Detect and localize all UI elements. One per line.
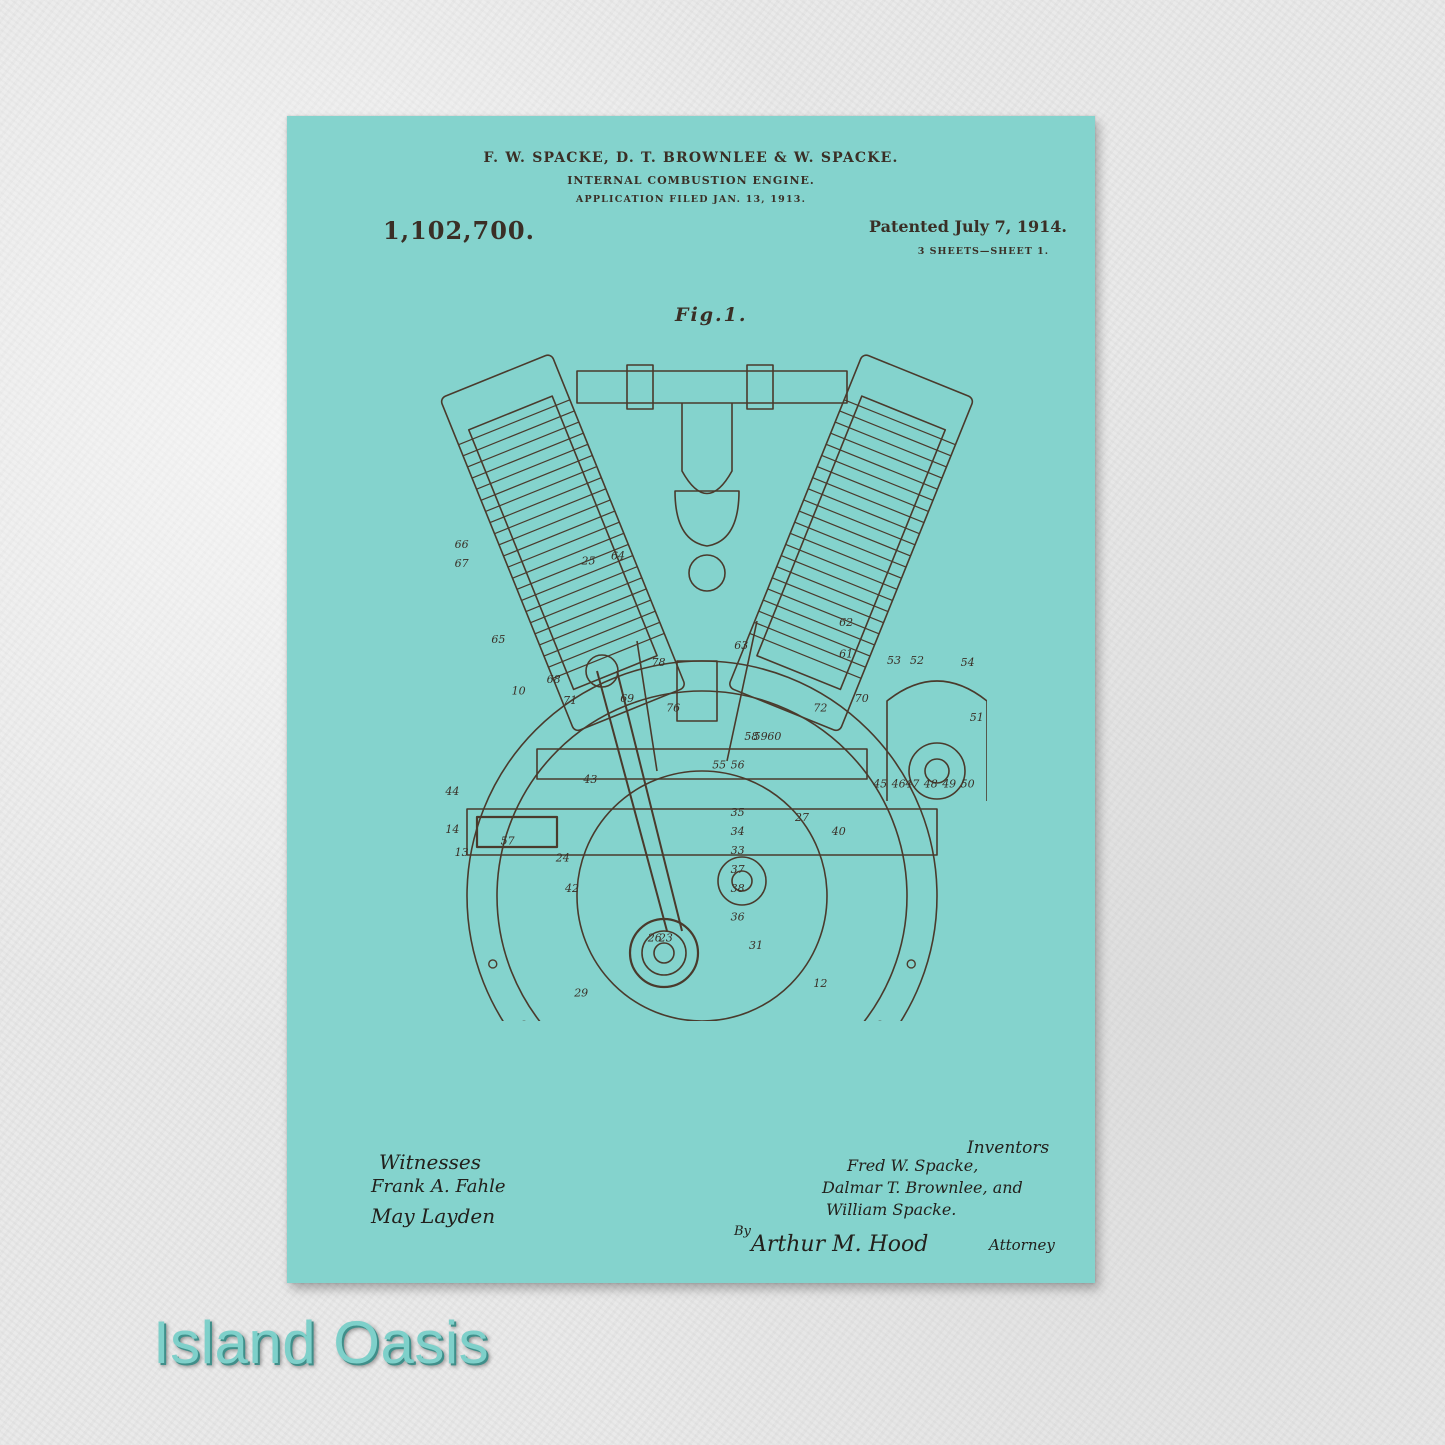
magneto: [886, 680, 987, 801]
reference-number: 64: [611, 550, 625, 563]
reference-number: 70: [855, 692, 869, 705]
reference-number: 53: [887, 654, 901, 667]
left-cylinder: [440, 354, 685, 732]
reference-number: 37: [731, 863, 745, 876]
reference-number: 62: [839, 616, 853, 629]
product-label: Island Oasis: [153, 1309, 490, 1376]
reference-number: 61: [839, 647, 853, 660]
reference-number: 49: [941, 778, 956, 791]
reference-number: 55: [712, 759, 726, 772]
patented-date: Patented July 7, 1914.: [868, 217, 1067, 236]
reference-number: 54: [961, 656, 975, 669]
reference-number: 12: [813, 977, 827, 990]
reference-number: 50: [961, 778, 975, 791]
reference-number: 71: [563, 694, 577, 707]
reference-number: 33: [731, 844, 745, 857]
attorney-label: Attorney: [989, 1236, 1055, 1254]
inventor-signature-3: William Spacke.: [826, 1200, 957, 1219]
reference-number: 40: [831, 825, 846, 838]
reference-number: 69: [620, 692, 634, 705]
reference-number: 44: [444, 785, 459, 798]
inventor-signature-2: Dalmar T. Brownlee, and: [822, 1178, 1023, 1197]
reference-number: 43: [582, 773, 597, 786]
reference-number: 60: [767, 730, 781, 743]
patent-title: INTERNAL COMBUSTION ENGINE.: [567, 174, 815, 187]
inventors-label: Inventors: [967, 1138, 1050, 1158]
reference-number: 57: [501, 835, 515, 848]
reference-number: 29: [573, 987, 588, 1000]
reference-number: 52: [910, 654, 924, 667]
reference-number: 72: [813, 702, 827, 715]
reference-number: 48: [923, 778, 938, 791]
reference-number: 23: [658, 931, 673, 944]
right-cylinder-fins: [749, 399, 956, 679]
reference-number: 26: [647, 931, 662, 944]
application-filed: APPLICATION FILED JAN. 13, 1913.: [575, 194, 807, 205]
right-cylinder: [729, 354, 974, 732]
witnesses-label: Witnesses: [379, 1150, 481, 1174]
crankcase: [466, 660, 938, 1021]
witness-signature-1: Frank A. Fahle: [371, 1176, 506, 1197]
figure-label: Fig.1.: [675, 304, 748, 326]
crank-bar: [536, 748, 868, 780]
reference-number: 35: [731, 806, 745, 819]
reference-number: 38: [731, 882, 745, 895]
witness-signature-2: May Layden: [371, 1204, 496, 1228]
reference-number: 34: [731, 825, 745, 838]
left-cylinder-fins: [458, 399, 665, 679]
reference-number: 58: [744, 730, 758, 743]
reference-number: 68: [547, 673, 561, 686]
reference-number: 78: [651, 656, 665, 669]
carburetor: [681, 403, 733, 495]
reference-number: 42: [564, 882, 579, 895]
reference-number: 10: [512, 684, 526, 697]
reference-number: 66: [455, 538, 469, 551]
patent-print: F. W. SPACKE, D. T. BROWNLEE & W. SPACKE…: [287, 116, 1095, 1283]
reference-number: 51: [970, 711, 984, 724]
reference-number: 27: [794, 811, 809, 824]
reference-number: 45: [872, 778, 887, 791]
sheet-count: 3 SHEETS—SHEET 1.: [917, 246, 1049, 257]
reference-number: 25: [581, 554, 596, 567]
intake-manifold: [576, 370, 848, 404]
reference-number: 76: [666, 702, 680, 715]
patent-number: 1,102,700.: [383, 216, 535, 245]
reference-number: 13: [455, 846, 469, 859]
reference-number: 67: [455, 557, 469, 570]
attorney-signature: Arthur M. Hood: [751, 1232, 929, 1257]
reference-number: 36: [731, 911, 745, 924]
reference-number: 65: [491, 633, 505, 646]
reference-number: 56: [731, 759, 745, 772]
reference-number: 24: [555, 852, 570, 865]
reference-number: 59: [754, 730, 768, 743]
reference-number: 47: [904, 778, 919, 791]
by-label: By: [734, 1224, 751, 1239]
inventors-header: F. W. SPACKE, D. T. BROWNLEE & W. SPACKE…: [483, 150, 899, 166]
reference-number: 14: [445, 823, 459, 836]
reference-number: 46: [891, 778, 906, 791]
inventor-signature-1: Fred W. Spacke,: [847, 1156, 979, 1175]
reference-number: 63: [734, 639, 748, 652]
reference-number: 31: [749, 939, 763, 952]
